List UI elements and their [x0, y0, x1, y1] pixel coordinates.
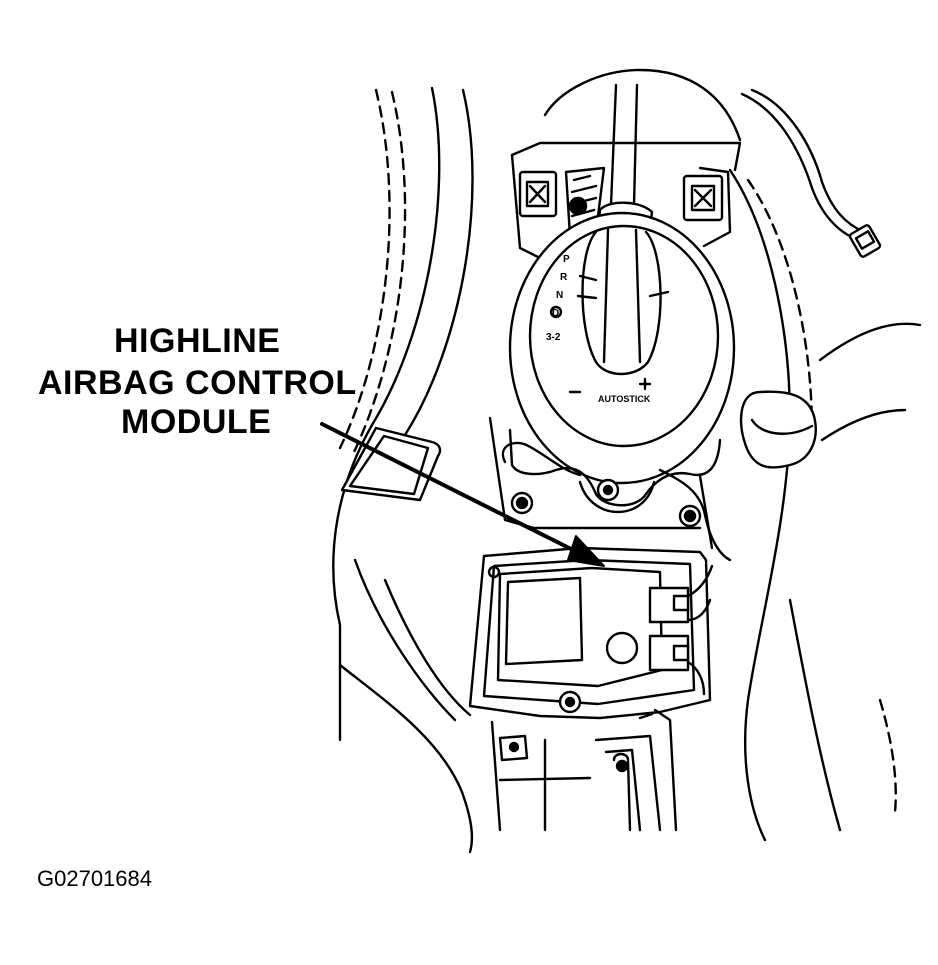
- callout-leader-arrow: [320, 422, 605, 567]
- callout-label-line-3: MODULE: [121, 403, 272, 441]
- right-trim-panel: [728, 88, 922, 842]
- callout-label-line-2: AIRBAG CONTROL: [38, 364, 357, 402]
- shifter-dome: AUTOSTICK P R N D 3-2: [508, 211, 736, 485]
- airbag-control-module: [468, 546, 714, 720]
- gear-r-label: R: [560, 272, 568, 283]
- gear-n-label: N: [556, 290, 563, 301]
- left-bracket: [340, 426, 442, 502]
- callout-label-line-1: HIGHLINE: [114, 322, 281, 360]
- gear-d-label: D: [552, 308, 559, 319]
- autostick-label: AUTOSTICK: [598, 394, 651, 404]
- left-trim-panel: [332, 86, 474, 854]
- shift-lever: [596, 83, 654, 230]
- lower-console: [490, 708, 678, 832]
- gear-p-label: P: [563, 254, 570, 265]
- figure-id: G02701684: [37, 866, 152, 891]
- right-knee-pad: [739, 390, 817, 469]
- gear-32-label: 3-2: [546, 332, 561, 343]
